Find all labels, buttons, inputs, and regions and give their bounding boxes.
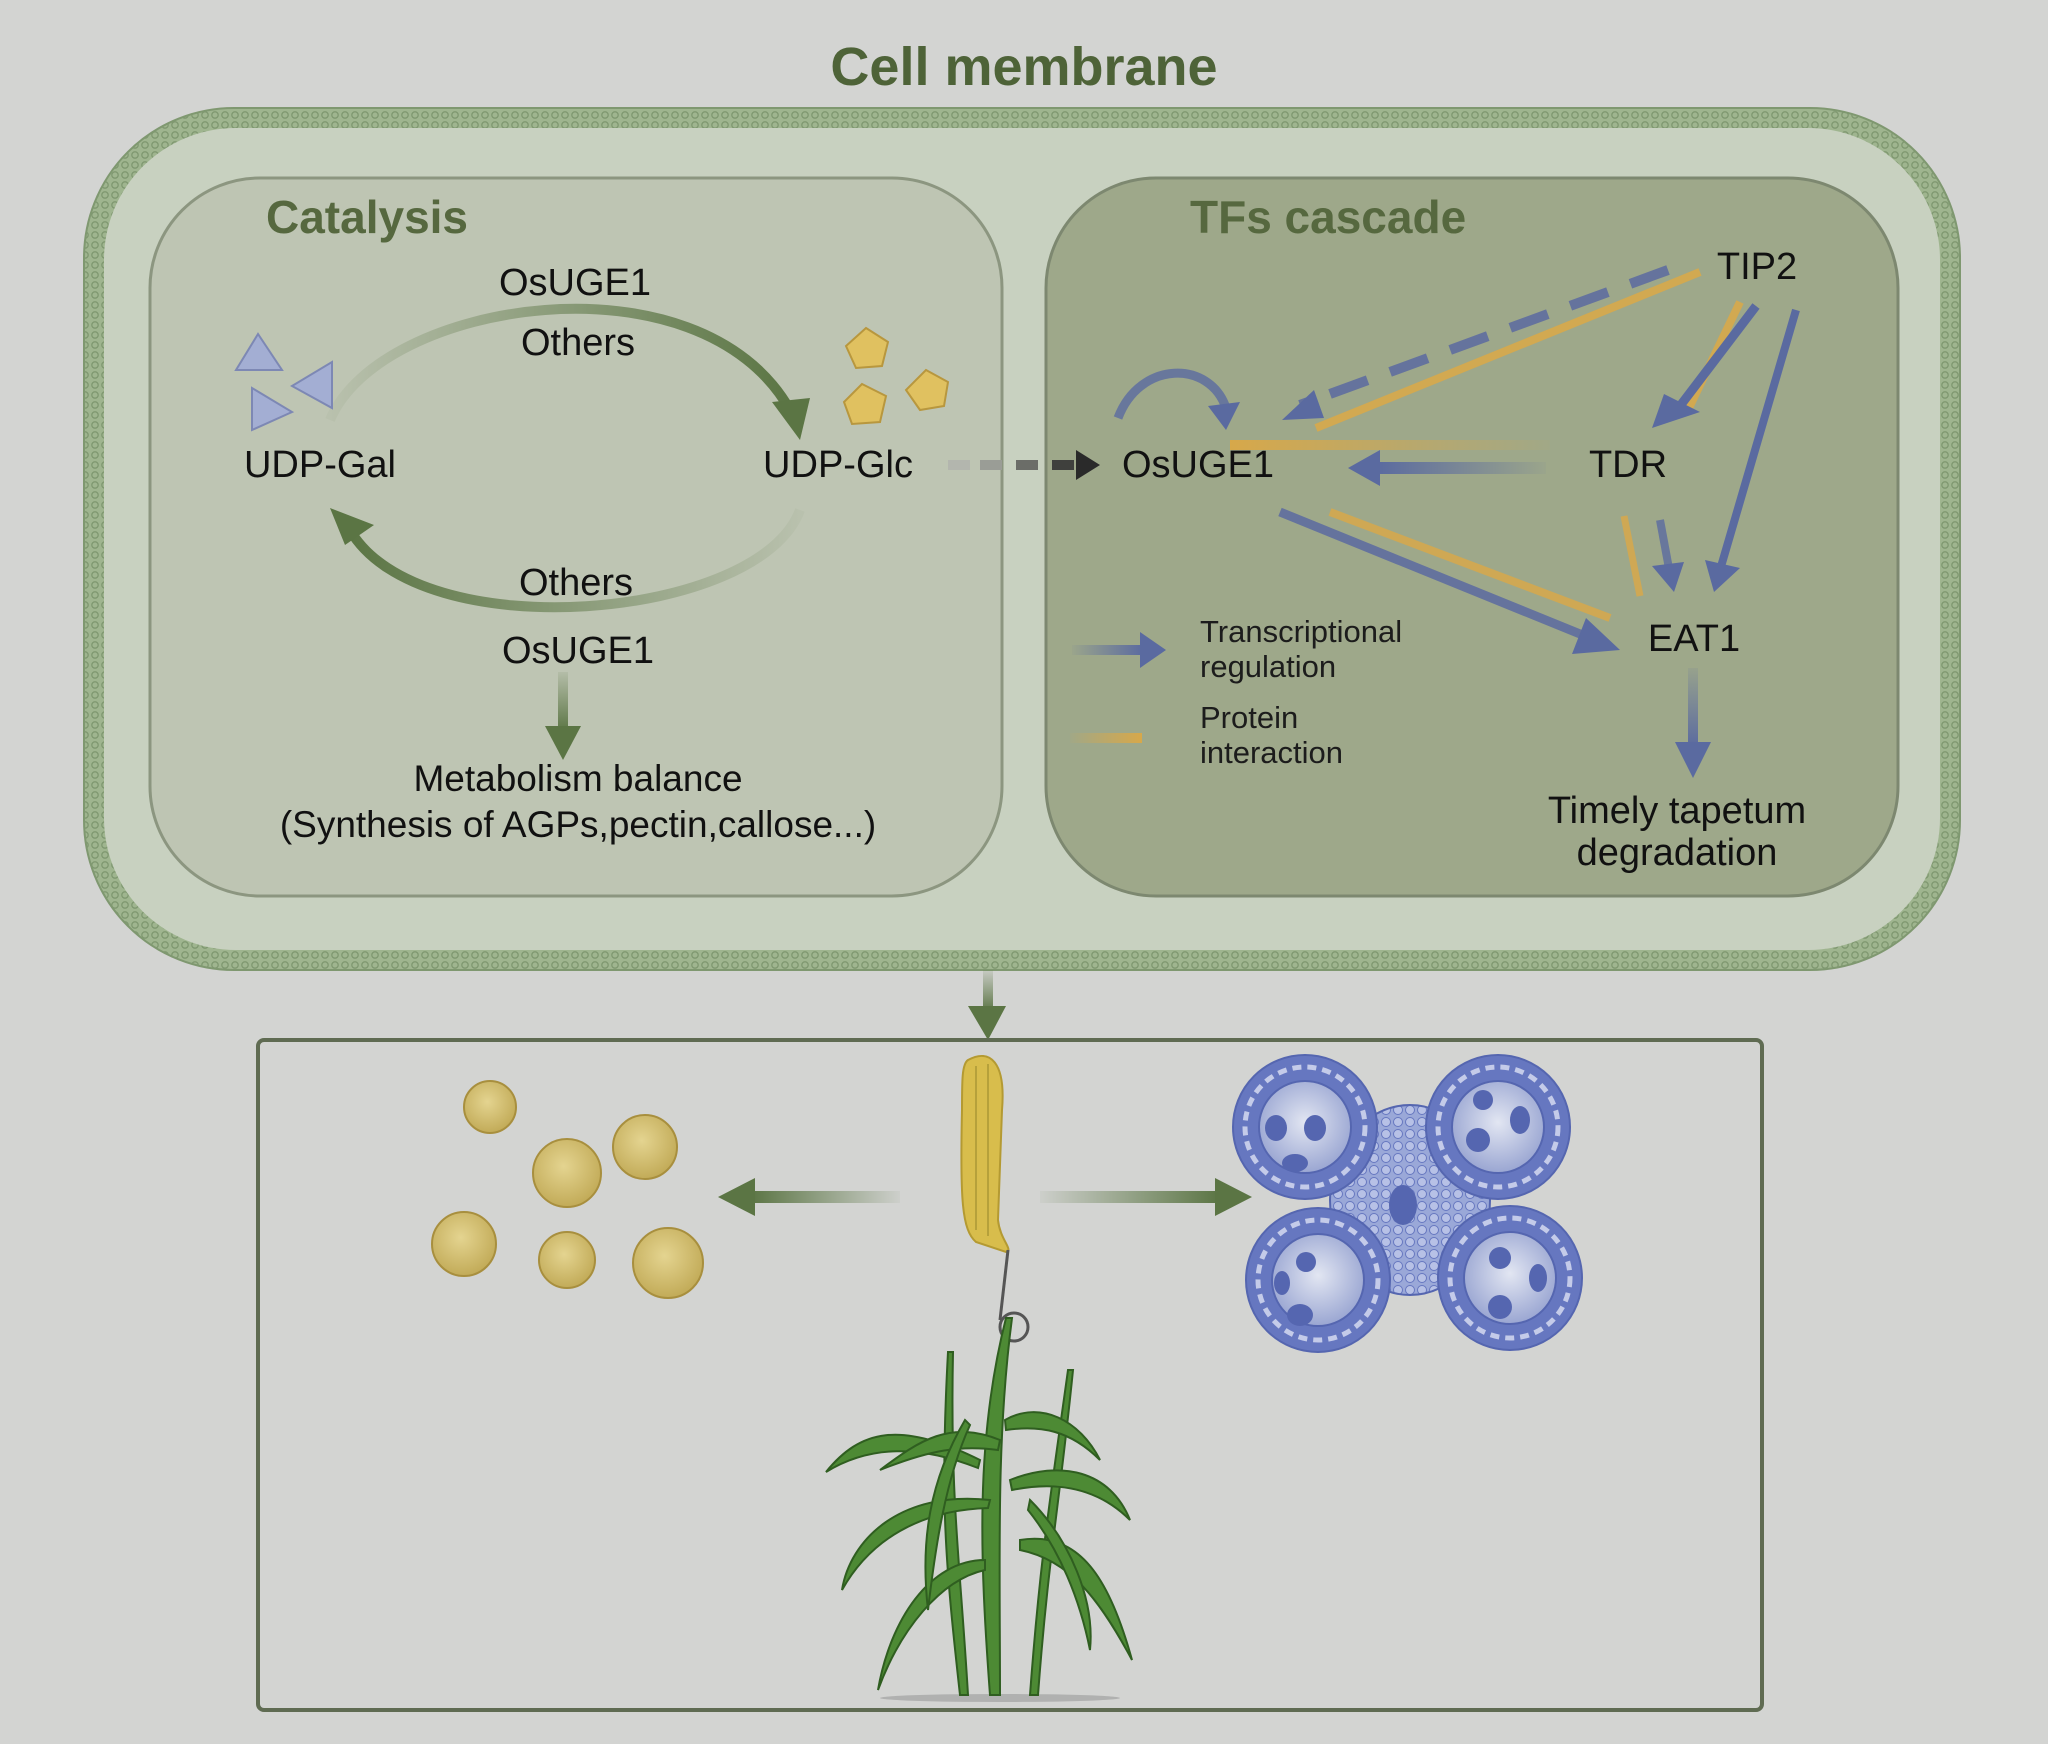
outcome-line1: Timely tapetum [1547,790,1807,832]
membrane-to-phenotype-arrowhead [968,1006,1006,1040]
rice-plant-icon [825,1317,1133,1702]
tfs-cascade-title: TFs cascade [1190,191,1467,243]
legend-protein-interaction: Protein interaction [1200,700,1343,770]
legend-transcriptional-line1: Transcriptional [1200,614,1403,649]
node-tdr: TDR [1588,444,1668,486]
anther-to-section-arrowhead [1215,1178,1252,1216]
bottom-others-label: Others [518,562,634,604]
metabolism-title: Metabolism balance [413,758,743,799]
legend-transcriptional: Transcriptional regulation [1200,614,1402,684]
tip2-tdr-arrowhead [1652,394,1700,428]
metabolism-arrowhead [545,726,581,760]
legend-transcriptional-shaft [1072,645,1144,655]
tip2-tdr-arrow [1676,303,1760,409]
node-eat1: EAT1 [1647,618,1741,660]
osuge1-eat1-interaction [1328,508,1612,622]
tip2-eat1-arrow [1716,308,1800,572]
metabolism-arrow-shaft [558,672,568,732]
anther-cross-section-icon [1232,1054,1583,1353]
eat1-outcome-arrowhead [1675,742,1711,778]
metabolism-detail: (Synthesis of AGPs,pectin,callose...) [279,804,877,845]
top-cycle-arrow [325,303,795,422]
outcome-label: Timely tapetum degradation [1548,790,1806,874]
udp-gal-triangles-icon [234,332,333,432]
udp-glc-pentagons-icon [842,326,950,426]
metabolism-balance-label: Metabolism balance (Synthesis of AGPs,pe… [280,756,876,848]
bottom-enzyme-label: OsUGE1 [501,630,655,672]
tip2-osuge1-interaction [1314,268,1702,432]
top-others-label: Others [520,322,636,364]
tdr-eat1-interaction [1620,515,1644,597]
top-enzyme-label: OsUGE1 [498,262,652,304]
legend-transcriptional-line2: regulation [1200,649,1337,684]
osuge1-eat1-arrow [1278,507,1592,643]
tfs-panel [1044,176,1900,898]
osuge1-self-loop-arrow [1113,368,1231,420]
node-osuge1: OsUGE1 [1121,444,1275,486]
node-tip2: TIP2 [1716,246,1798,288]
osuge1-self-loop-arrowhead [1208,402,1240,430]
top-cycle-arrowhead [772,398,810,440]
tdr-osuge1-arrowhead [1348,450,1380,486]
catalysis-panel [148,176,1004,898]
udp-glc-to-osuge1-dashed-arrow [948,450,1100,480]
bottom-cycle-arrow [345,508,805,613]
bottom-cycle-arrowhead [330,508,374,545]
legend-protein-line2: interaction [1200,735,1344,770]
pollen-grains-icon [431,1080,704,1299]
tip2-osuge1-arrowhead [1282,390,1324,420]
anther-to-section-shaft [1040,1191,1220,1203]
udp-gal-label: UDP-Gal [243,444,397,486]
catalysis-title: Catalysis [266,191,469,243]
legend-transcriptional-arrowhead [1140,632,1166,668]
tip2-osuge1-dashed-arrow [1298,265,1670,410]
anther-to-pollen-arrowhead [718,1178,755,1216]
legend-protein-interaction-line [1070,733,1142,743]
osuge1-eat1-arrowhead [1572,618,1620,654]
anther-icon [960,1054,1030,1343]
outcome-line2: degradation [1576,832,1778,874]
udp-glc-label: UDP-Glc [763,444,913,486]
membrane-to-phenotype-shaft [983,970,993,1012]
tip2-eat1-arrowhead [1705,560,1740,592]
eat1-outcome-arrow-shaft [1688,668,1698,748]
cell-membrane-title: Cell membrane [830,37,1218,97]
legend-protein-line1: Protein [1200,700,1299,735]
tdr-eat1-arrowhead [1652,562,1684,592]
anther-to-pollen-shaft [750,1191,900,1203]
tdr-osuge1-arrow [1376,462,1546,474]
tdr-osuge1-interaction [1230,440,1550,450]
